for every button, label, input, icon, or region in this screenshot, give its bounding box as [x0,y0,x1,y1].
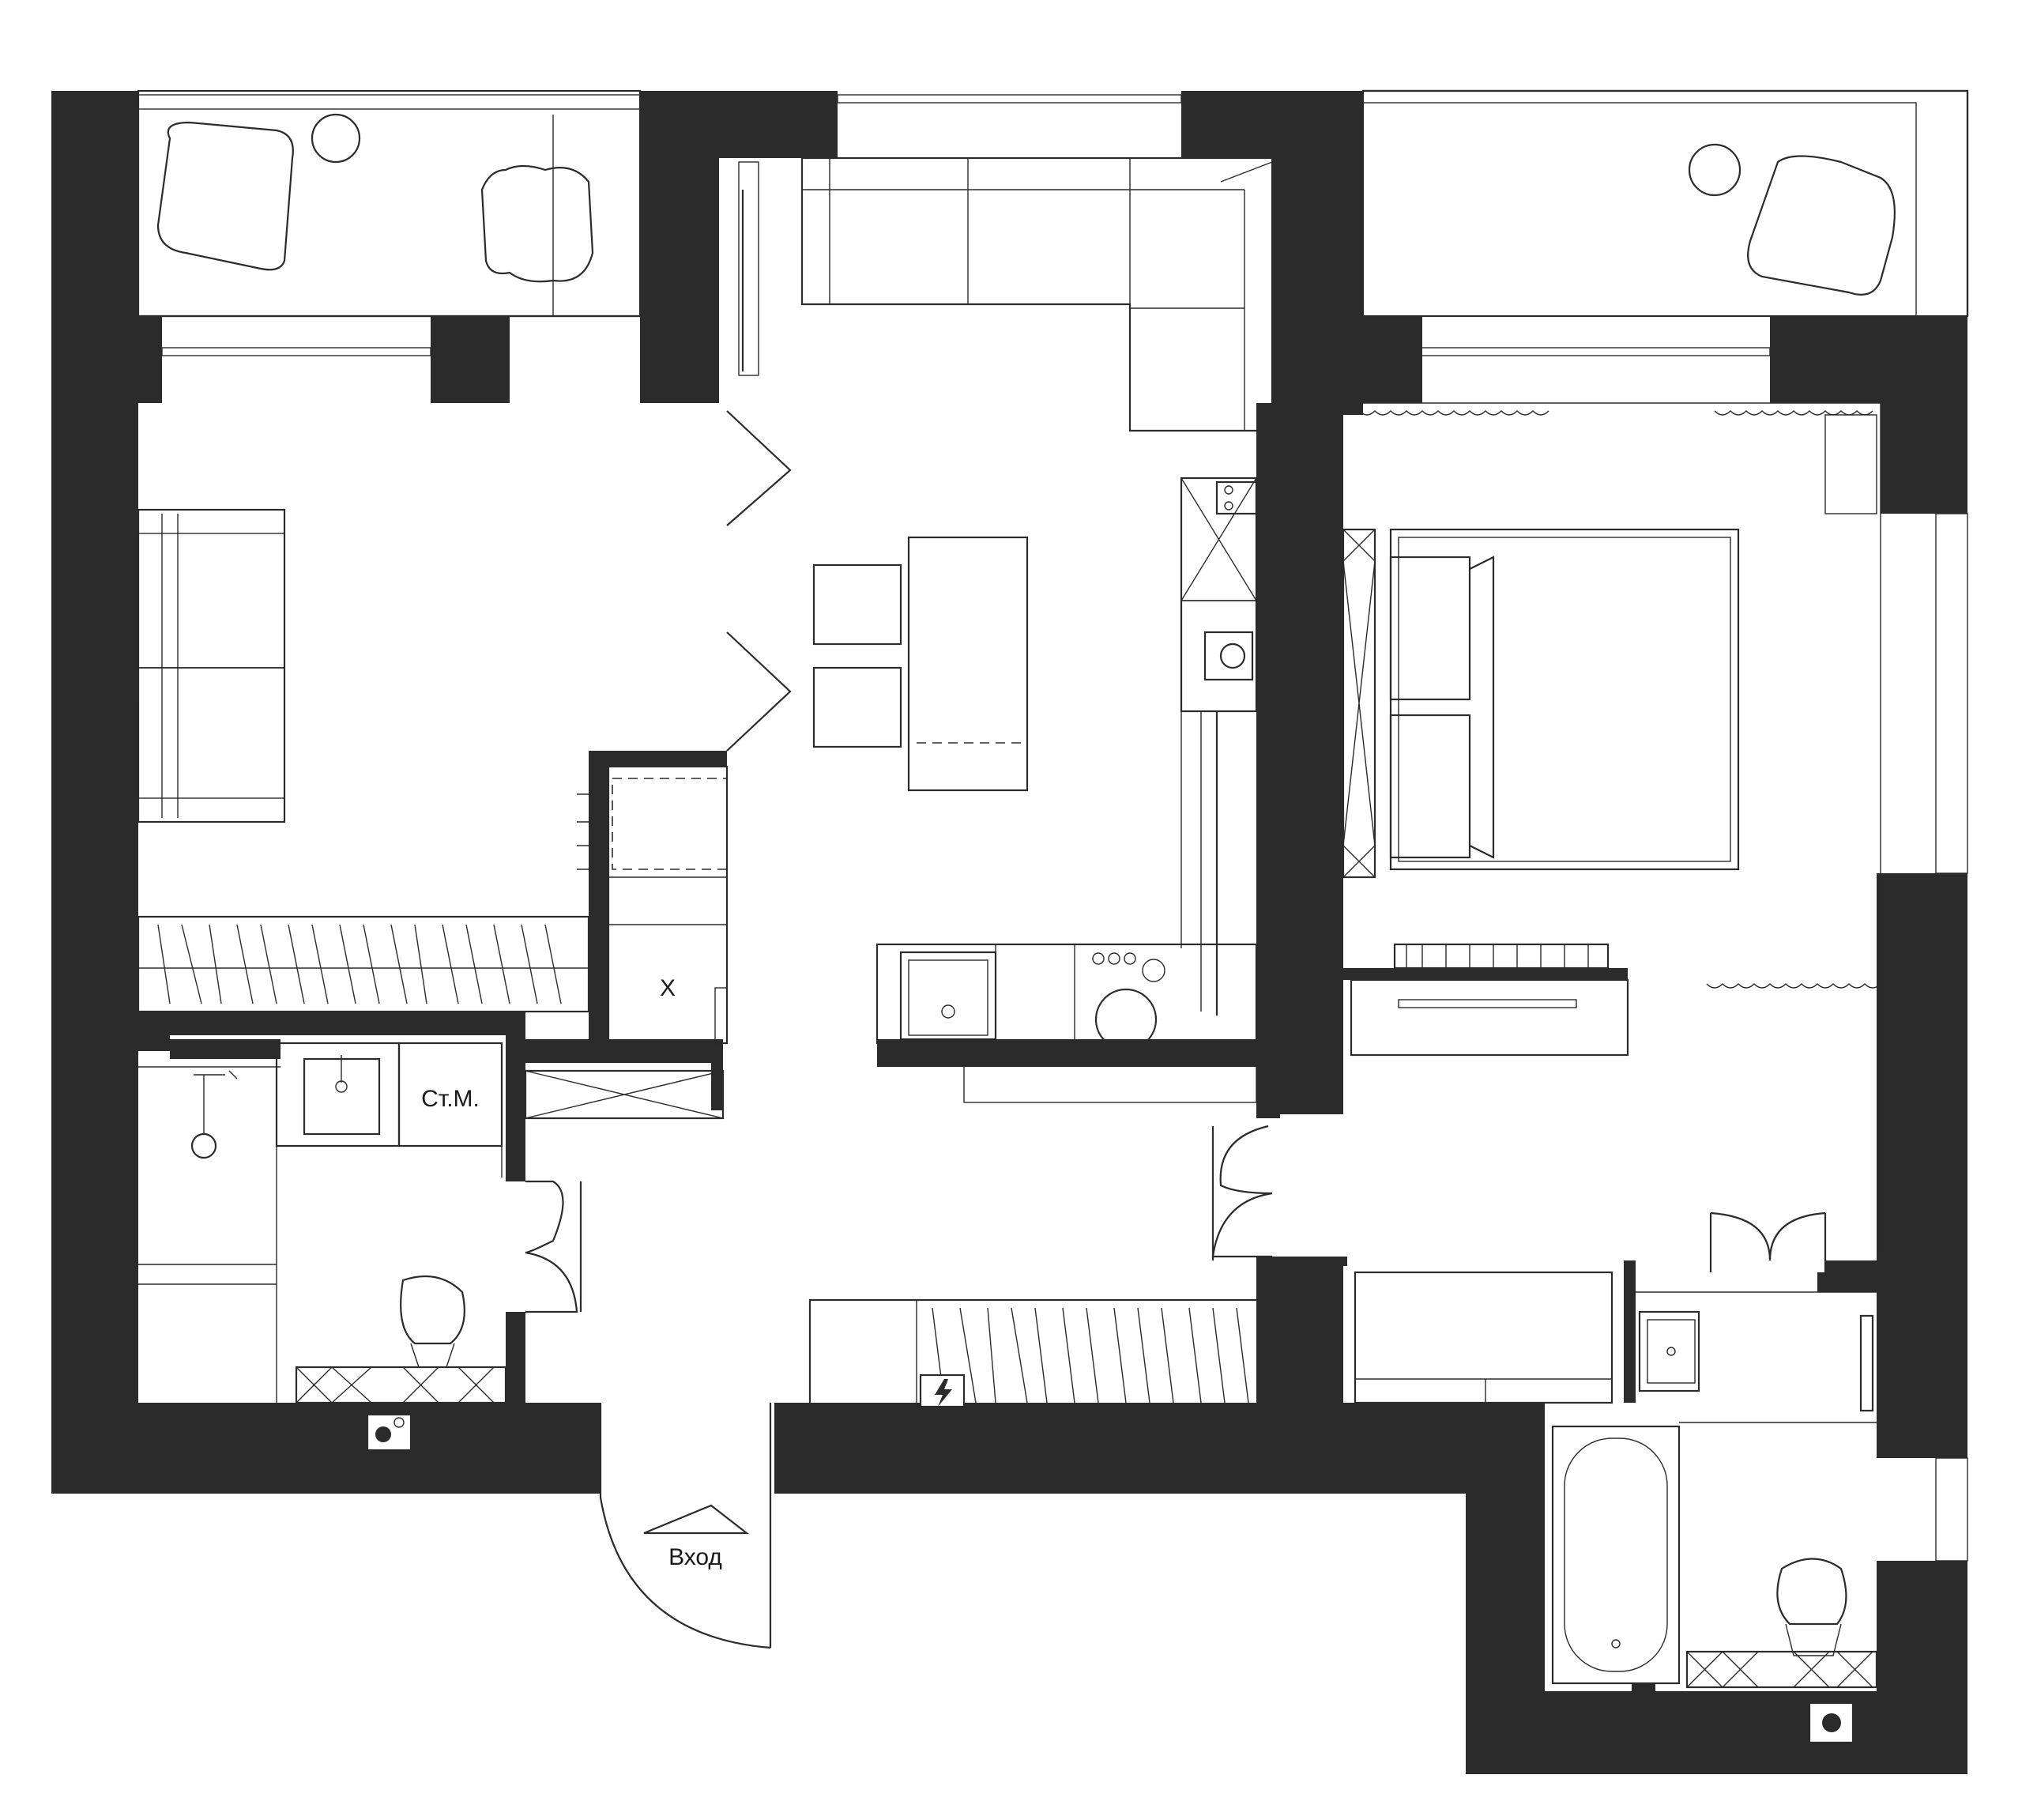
entrance: Вход [599,1403,772,1649]
walls [51,91,1967,1774]
hall-doors [524,1069,1273,1313]
right-bathroom [1551,1291,1878,1744]
washing-machine-label: Ст.М. [421,1086,480,1112]
balconies [137,89,1969,1562]
right-balcony-furniture [1688,143,1896,296]
entrance-label: Вход [668,1544,722,1570]
left-balcony-furniture [156,113,594,283]
fridge-mark: X [660,975,676,1001]
electric-panel-icon [919,1373,966,1408]
left-bathroom: Ст.М. [138,1042,507,1452]
entrance-arrow-icon [643,1504,750,1535]
storage-block: X [577,765,729,1045]
kitchen-living [738,156,1322,1408]
bedroom [1342,402,1929,1404]
living-room [122,410,792,1371]
corner-marks [770,138,1272,727]
